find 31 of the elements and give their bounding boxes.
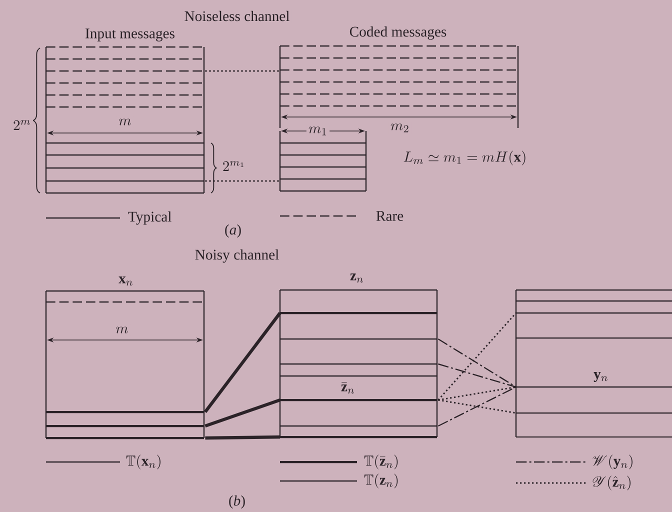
connector-line bbox=[438, 338, 516, 388]
connector-line bbox=[205, 435, 280, 440]
label: $2^{m_1}$ bbox=[220, 159, 248, 173]
legend-text: Typical bbox=[128, 211, 172, 225]
connector-line bbox=[205, 70, 280, 72]
connector-line bbox=[438, 312, 517, 400]
label: Noisy channel bbox=[192, 247, 282, 265]
legend-text: $\mathbb{T}(\mathbf{z}_n)$ bbox=[364, 474, 398, 488]
connector-line bbox=[205, 180, 280, 182]
heading: Coded messages bbox=[350, 26, 446, 40]
connector-line bbox=[438, 386, 516, 401]
heading: $\mathbf{y}_n$ bbox=[592, 370, 610, 384]
connector-line bbox=[438, 363, 516, 388]
label: $2^m$ bbox=[11, 118, 33, 132]
heading: $\mathbf{z}_n$ bbox=[350, 274, 363, 283]
legend-text: $\mathbb{T}(\bar{\mathbf{z}}_n)$ bbox=[364, 454, 398, 470]
label: $\bar{\mathbf{z}}_n$ bbox=[338, 380, 358, 396]
heading: $\mathbf{x}_n$ bbox=[118, 276, 132, 286]
legend-text: $\mathbb{T}(\mathbf{x}_n)$ bbox=[126, 454, 160, 470]
heading: Input messages bbox=[86, 28, 174, 42]
legend-text: $\mathscr{Y}(\hat{\mathbf{z}}_n)$ bbox=[592, 476, 631, 490]
label: $L_m \simeq m_1 = mH(\mathbf{x})$ bbox=[401, 148, 529, 168]
label: $m$ bbox=[116, 116, 134, 128]
legend-text: Rare bbox=[376, 211, 404, 221]
connector-line bbox=[438, 386, 516, 427]
legend-text: $\mathscr{W}(\mathbf{y}_n)$ bbox=[592, 454, 632, 470]
connector-line bbox=[204, 398, 281, 428]
connector-line bbox=[204, 312, 282, 413]
label: $m$ bbox=[114, 324, 130, 336]
connector-line bbox=[438, 399, 516, 414]
label: Noiseless channel bbox=[182, 8, 292, 24]
